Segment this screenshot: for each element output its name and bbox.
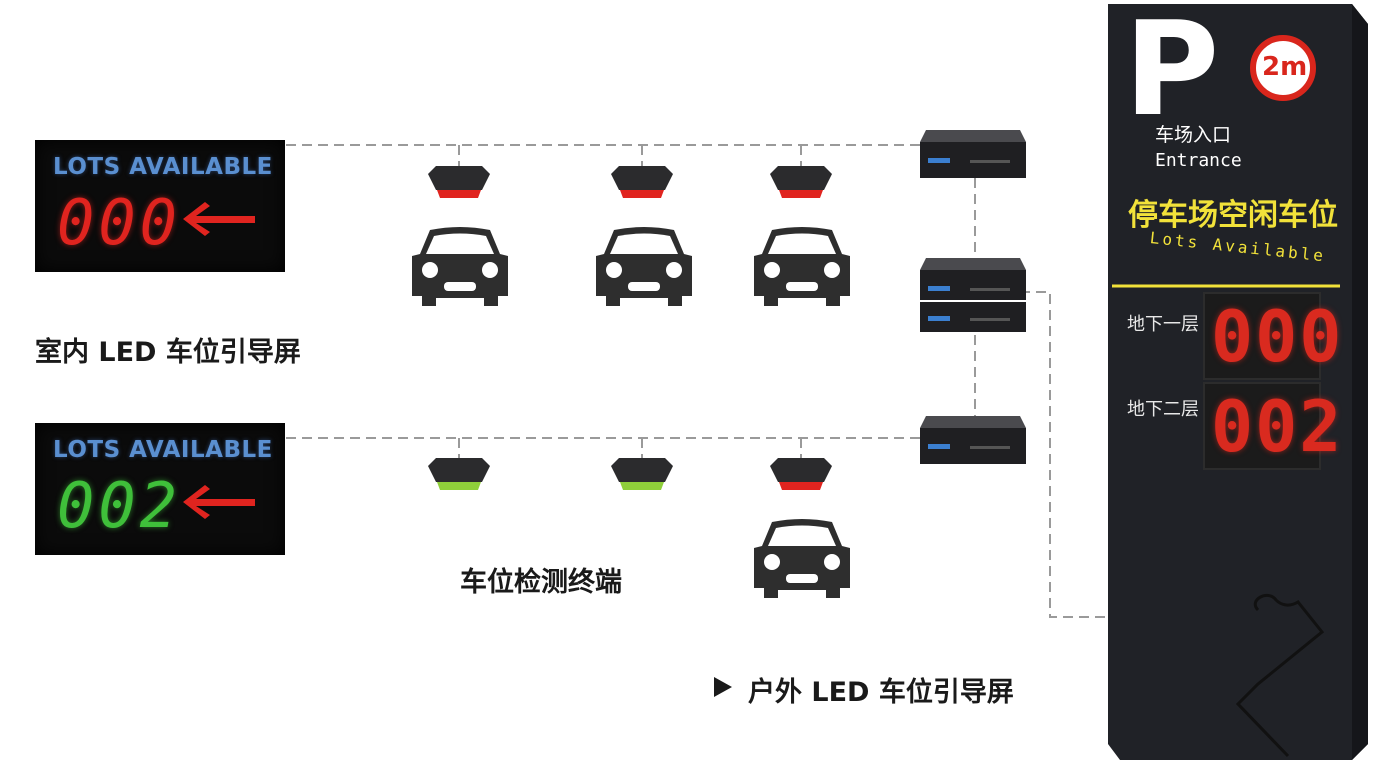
car-icon (412, 227, 508, 306)
car-icon (754, 227, 850, 306)
outdoor-screen-caption: 户外 LED 车位引导屏 (748, 677, 1014, 708)
controller-box-icon (920, 130, 1026, 178)
sign-title-cn: 停车场空闲车位 (1128, 198, 1338, 233)
lots-count: 000 (57, 186, 181, 259)
play-triangle-icon (712, 675, 734, 703)
indoor-screen-caption: 室内 LED 车位引导屏 (35, 337, 301, 368)
indoor-led-panel-1: LOTS AVAILABLE 000 (35, 140, 285, 272)
lots-available-label: LOTS AVAILABLE (53, 437, 273, 463)
height-limit-sign: 2m (1262, 52, 1308, 82)
controller-box-icon (920, 258, 1026, 332)
floor-count-display-b2: 002 (1203, 382, 1341, 470)
left-arrow-icon (183, 485, 255, 519)
floor-count-display-b1: 000 (1203, 292, 1341, 380)
lots-count: 002 (57, 469, 181, 542)
wire-to-pylon (1020, 291, 1112, 618)
sensor-icon (611, 458, 673, 490)
detector-caption: 车位检测终端 (460, 567, 622, 598)
sensor-icon (428, 458, 490, 490)
sensor-icon (428, 166, 490, 198)
left-arrow-icon (183, 202, 255, 236)
car-icon (754, 519, 850, 598)
sensor-icon (770, 166, 832, 198)
floor-label-b2: 地下二层 (1127, 399, 1199, 420)
entrance-cn-label: 车场入口 (1155, 124, 1232, 146)
floor-count-b1: 000 (1211, 296, 1344, 378)
indoor-led-panel-2: LOTS AVAILABLE 002 (35, 423, 285, 555)
lots-available-label: LOTS AVAILABLE (53, 154, 273, 180)
parking-p-letter: P (1124, 0, 1220, 145)
car-icon (596, 227, 692, 306)
controller-box-icon (920, 416, 1026, 464)
sensor-icon (611, 166, 673, 198)
entrance-en-label: Entrance (1155, 150, 1242, 171)
sensor-icon (770, 458, 832, 490)
floor-label-b1: 地下一层 (1127, 314, 1199, 335)
floor-count-b2: 002 (1211, 386, 1344, 468)
